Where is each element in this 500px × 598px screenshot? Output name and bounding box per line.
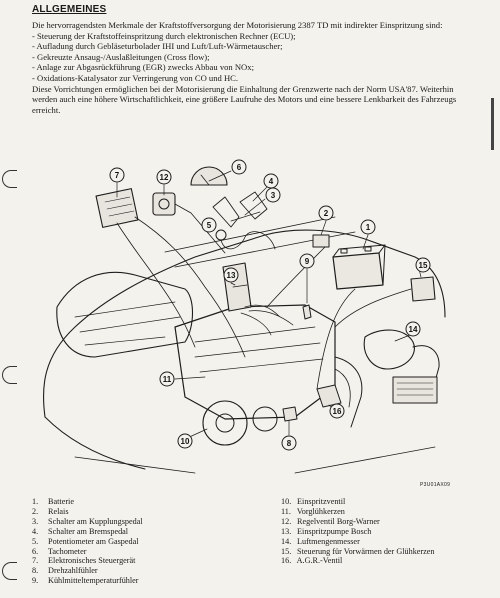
callout-5: 5 (201, 217, 217, 233)
svg-text:14: 14 (409, 325, 418, 334)
feature-item: - Steuerung der Kraftstoffeinspritzung d… (32, 30, 296, 41)
legend-item: 14. Luftmengenmesser (281, 536, 360, 546)
feature-item: - Gekreuzte Ansaug-/Auslaßleitungen (Cro… (32, 51, 210, 62)
legend-item: 2. Relais (32, 506, 69, 516)
section-heading: ALLGEMEINES (32, 4, 107, 15)
svg-text:2: 2 (324, 209, 329, 218)
legend-item: 3. Schalter am Kupplungspedal (32, 516, 143, 526)
callout-13: 13 (223, 267, 239, 283)
callout-14: 14 (405, 321, 421, 337)
svg-text:7: 7 (115, 171, 120, 180)
callout-3: 3 (265, 187, 281, 203)
svg-text:4: 4 (269, 177, 274, 186)
svg-text:1: 1 (366, 223, 371, 232)
legend-item: 7. Elektronisches Steuergerät (32, 556, 136, 566)
svg-text:15: 15 (419, 261, 428, 270)
engine-system-diagram: 7 12 6 4 3 5 2 1 9 13 15 14 11 16 8 10 (43, 159, 446, 474)
callout-4: 4 (263, 173, 279, 189)
callout-10: 10 (177, 433, 193, 449)
callout-1: 1 (360, 219, 376, 235)
svg-text:10: 10 (181, 437, 190, 446)
svg-text:11: 11 (163, 375, 172, 384)
legend-right: 10. Einspritzventil 11. Vorglühkerzen 12… (281, 497, 496, 566)
legend-item: 5. Potentiometer am Gaspedal (32, 536, 139, 546)
svg-text:8: 8 (287, 439, 292, 448)
legend-item: 10. Einspritzventil (281, 497, 346, 506)
intro-outro: Diese Vorrichtungen ermöglichen bei der … (32, 83, 457, 115)
svg-text:12: 12 (160, 173, 169, 182)
legend-item: 16. A.G.R.-Ventil (281, 556, 343, 566)
callout-9: 9 (299, 253, 315, 269)
callout-6: 6 (231, 159, 247, 175)
figure-code: P3U01AX09 (420, 482, 451, 488)
intro-lead: Die hervorragendsten Merkmale der Krafts… (32, 20, 443, 30)
binder-ring-mark (2, 366, 17, 384)
svg-text:9: 9 (305, 257, 310, 266)
svg-text:5: 5 (207, 221, 212, 230)
legend-item: 4. Schalter am Bremspedal (32, 526, 129, 536)
legend-item: 11. Vorglühkerzen (281, 506, 345, 516)
binder-ring-mark (2, 562, 17, 580)
callout-12: 12 (156, 169, 172, 185)
callout-2: 2 (318, 205, 334, 221)
intro-text: Die hervorragendsten Merkmale der Krafts… (32, 20, 472, 115)
callout-11: 11 (159, 371, 175, 387)
binder-ring-mark (2, 170, 17, 188)
feature-item: - Aufladung durch Gebläseturbolader IHI … (32, 41, 283, 52)
svg-text:16: 16 (333, 407, 342, 416)
feature-list: - Steuerung der Kraftstoffeinspritzung d… (32, 31, 472, 84)
legend-item: 15. Steuerung für Vorwärmen der Glühkerz… (281, 546, 435, 556)
legend-item: 13. Einspritzpumpe Bosch (281, 526, 372, 536)
legend-item: 8. Drehzahlfühler (32, 566, 98, 576)
callout-7: 7 (109, 167, 125, 183)
legend-item: 6. Tachometer (32, 546, 87, 556)
legend-item: 9. Kühlmitteltemperaturfühler (32, 576, 139, 586)
callout-8: 8 (281, 435, 297, 451)
callout-16: 16 (329, 403, 345, 419)
feature-item: - Anlage zur Abgasrückführung (EGR) zwec… (32, 62, 254, 73)
legend-left: 1. Batterie 2. Relais 3. Schalter am Kup… (32, 497, 262, 586)
page-edge-mark (491, 98, 494, 150)
legend-item: 12. Regelventil Borg-Warner (281, 516, 380, 526)
callout-15: 15 (415, 257, 431, 273)
feature-item: - Oxidations-Katalysator zur Verringerun… (32, 72, 239, 83)
svg-text:13: 13 (227, 271, 236, 280)
svg-text:3: 3 (271, 191, 276, 200)
legend-item: 1. Batterie (32, 497, 74, 506)
svg-text:6: 6 (237, 163, 242, 172)
